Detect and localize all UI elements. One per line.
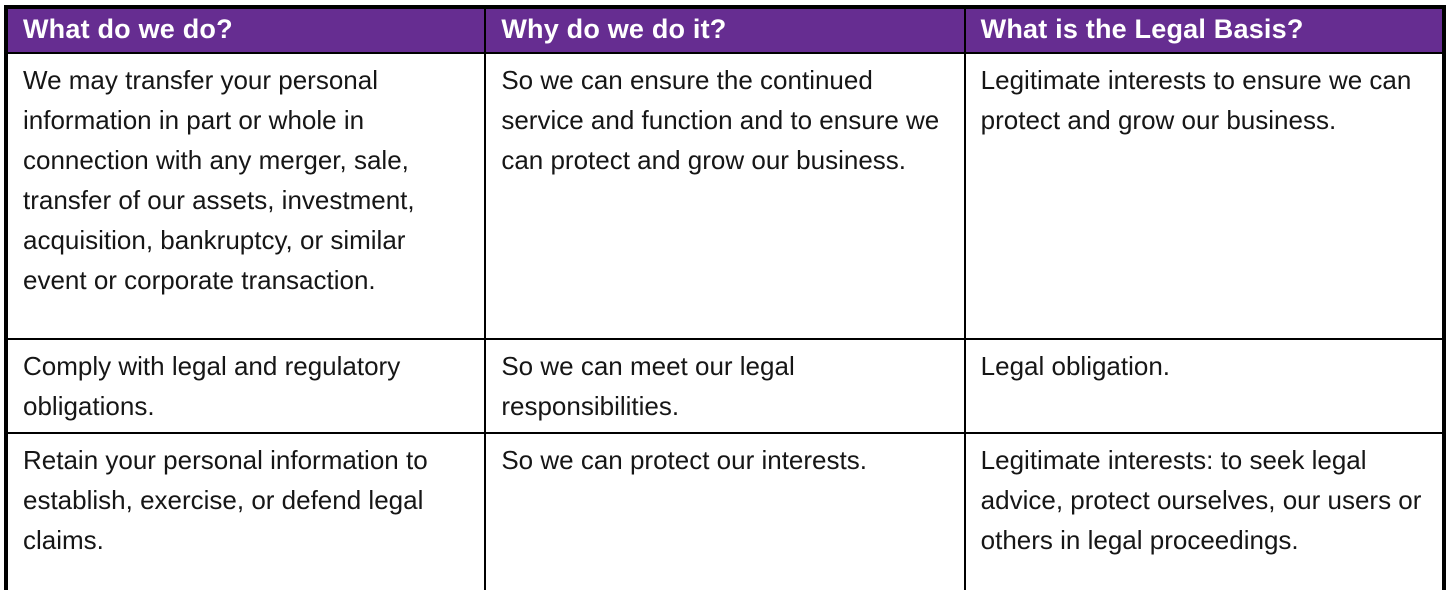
cell-legal-basis: Legitimate interests to ensure we can pr…	[963, 52, 1446, 340]
cell-why-we-do-it: So we can meet our legal responsibilitie…	[484, 338, 966, 434]
cell-legal-basis: Legal obligation.	[963, 338, 1446, 434]
table-row: Retain your personal information to esta…	[4, 432, 1446, 590]
cell-what-we-do: Comply with legal and regulatory obligat…	[4, 338, 487, 434]
column-header-legal-basis: What is the Legal Basis?	[963, 6, 1446, 54]
column-header-why-we-do-it: Why do we do it?	[484, 6, 966, 54]
cell-why-we-do-it: So we can ensure the continued service a…	[484, 52, 966, 340]
table-body: We may transfer your personal informatio…	[4, 52, 1446, 590]
cell-legal-basis: Legitimate interests: to seek legal advi…	[963, 432, 1446, 590]
column-header-what-we-do: What do we do?	[4, 6, 487, 54]
cell-why-we-do-it: So we can protect our interests.	[484, 432, 966, 590]
table-header-row: What do we do? Why do we do it? What is …	[4, 6, 1446, 54]
cell-what-we-do: Retain your personal information to esta…	[4, 432, 487, 590]
cell-what-we-do: We may transfer your personal informatio…	[4, 52, 487, 340]
privacy-policy-table: What do we do? Why do we do it? What is …	[4, 5, 1446, 590]
table-row: Comply with legal and regulatory obligat…	[4, 338, 1446, 434]
table-row: We may transfer your personal informatio…	[4, 52, 1446, 340]
